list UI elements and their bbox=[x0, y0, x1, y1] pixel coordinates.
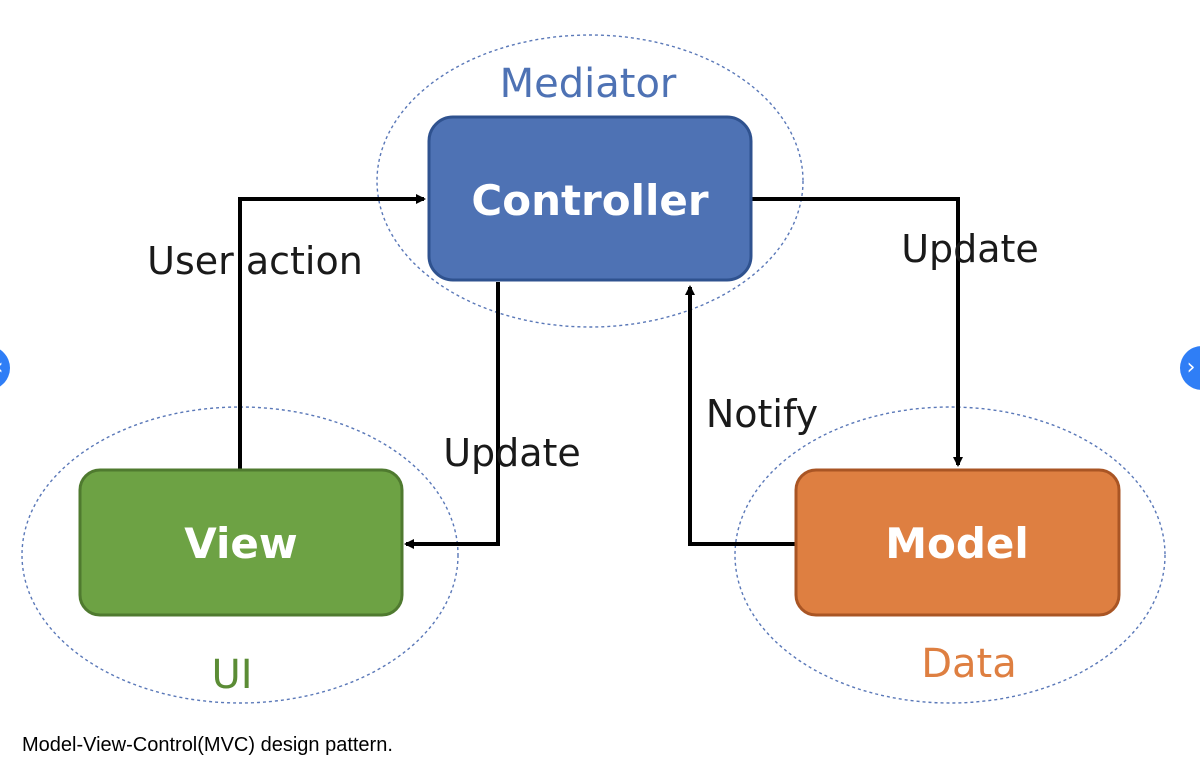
carousel-prev-button[interactable]: ‹ bbox=[0, 346, 10, 390]
notify-arrow bbox=[685, 285, 796, 546]
update-model-label: Update bbox=[901, 227, 1039, 271]
ui-group-outline bbox=[21, 406, 459, 704]
user-action-label: User action bbox=[147, 239, 363, 283]
controller-node-label: Controller bbox=[471, 176, 709, 225]
update-view-label: Update bbox=[443, 431, 581, 475]
view-node-label: View bbox=[184, 519, 297, 568]
model-node bbox=[794, 468, 1121, 617]
notify-label: Notify bbox=[706, 392, 818, 436]
model-node-label: Model bbox=[885, 519, 1029, 568]
user-action-arrow bbox=[238, 194, 426, 470]
data-label: Data bbox=[921, 641, 1017, 687]
mediator-label: Mediator bbox=[500, 61, 677, 107]
chevron-left-icon: ‹ bbox=[0, 355, 3, 380]
mvc-diagram: Mediator UI Data Controller View Model U… bbox=[21, 34, 1166, 704]
carousel-next-button[interactable]: › bbox=[1180, 346, 1200, 390]
figure-caption: Model-View-Control(MVC) design pattern. bbox=[22, 734, 393, 756]
mediator-group-outline bbox=[376, 34, 804, 328]
ui-label: UI bbox=[211, 652, 252, 698]
update-view-arrow bbox=[404, 282, 500, 549]
controller-node bbox=[427, 115, 753, 282]
data-group-outline bbox=[734, 406, 1166, 704]
view-node bbox=[78, 468, 404, 617]
chevron-right-icon: › bbox=[1186, 355, 1196, 380]
update-model-arrow bbox=[750, 197, 963, 467]
